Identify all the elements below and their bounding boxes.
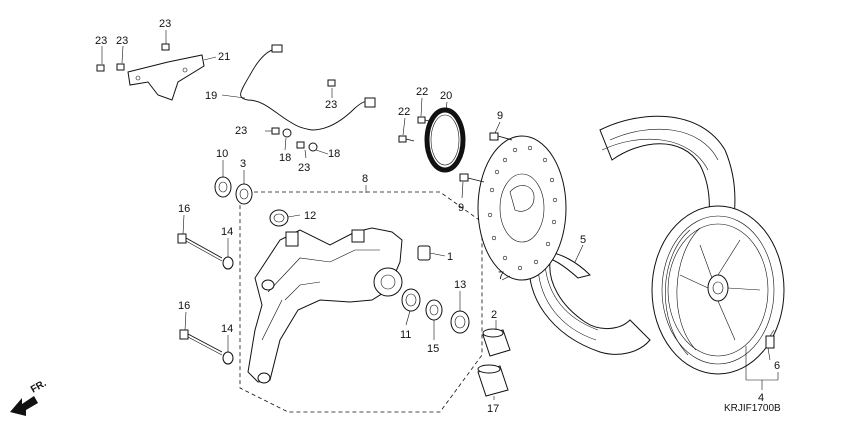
washer-14-lower <box>222 351 234 365</box>
label-3: 3 <box>240 158 246 170</box>
label-5: 5 <box>580 234 586 246</box>
bolt-22-upper <box>417 116 434 124</box>
dust-seal-12 <box>269 209 289 227</box>
label-23-d: 23 <box>325 99 337 111</box>
label-9-a: 9 <box>497 110 503 122</box>
label-14-a: 14 <box>221 226 233 238</box>
collar-2 <box>482 328 511 357</box>
bolt-9-lower <box>459 173 485 183</box>
oil-seal-15 <box>425 299 443 321</box>
label-18-a: 18 <box>279 152 291 164</box>
label-23-f: 23 <box>298 162 310 174</box>
label-4: 4 <box>758 392 764 404</box>
label-22-a: 22 <box>416 86 428 98</box>
sensor-bracket <box>127 54 205 101</box>
speed-sensor-harness <box>240 44 376 152</box>
label-10: 10 <box>216 148 228 160</box>
label-13: 13 <box>454 279 466 291</box>
label-8: 8 <box>362 173 368 185</box>
swing-arm <box>247 227 403 384</box>
label-23-e: 23 <box>235 125 247 137</box>
label-20: 20 <box>440 90 452 102</box>
screw-23-a <box>96 64 105 72</box>
screw-23-c <box>161 43 170 51</box>
bolt-9-upper <box>489 132 513 141</box>
label-15: 15 <box>427 343 439 355</box>
label-18-b: 18 <box>328 148 340 160</box>
label-23-c: 23 <box>159 18 171 30</box>
rear-wheel <box>651 205 785 375</box>
label-6: 6 <box>774 360 780 372</box>
pulser-ring <box>424 107 466 173</box>
label-14-b: 14 <box>221 323 233 335</box>
bolt-22-lower <box>398 135 415 143</box>
brake-disc <box>477 135 567 281</box>
assembly-outline-8 <box>239 191 483 413</box>
label-23-a: 23 <box>95 35 107 47</box>
collar-3 <box>235 183 253 205</box>
label-23-b: 23 <box>116 35 128 47</box>
leader-lines <box>101 30 779 400</box>
nut-10 <box>214 176 232 198</box>
label-2: 2 <box>491 309 497 321</box>
part-labels: 23 23 23 21 19 23 23 18 23 18 22 22 20 9… <box>95 18 780 415</box>
label-19: 19 <box>205 90 217 102</box>
diagram-code: KRJIF1700B <box>724 403 781 414</box>
label-1: 1 <box>447 251 453 263</box>
screw-23-d <box>327 79 336 87</box>
collar-1 <box>417 245 431 261</box>
screw-23-b <box>116 63 125 71</box>
bearing-13 <box>450 310 470 334</box>
screw-23-f <box>296 141 305 149</box>
bolt-16-upper <box>177 233 223 262</box>
front-label: FR. <box>29 378 49 396</box>
collar-17 <box>477 364 509 397</box>
screw-23-e <box>271 127 280 135</box>
bolt-16-lower <box>179 329 223 356</box>
label-12: 12 <box>304 210 316 222</box>
bearing-11 <box>401 288 421 312</box>
label-16-a: 16 <box>178 203 190 215</box>
front-direction-marker: FR. <box>10 378 49 416</box>
label-11: 11 <box>400 329 411 341</box>
label-17: 17 <box>487 403 499 415</box>
tire-valve <box>765 329 775 349</box>
washer-14-upper <box>222 256 234 270</box>
label-7: 7 <box>498 270 504 282</box>
label-22-b: 22 <box>398 106 410 118</box>
label-9-b: 9 <box>458 202 464 214</box>
label-16-b: 16 <box>178 300 190 312</box>
label-21: 21 <box>218 51 230 63</box>
